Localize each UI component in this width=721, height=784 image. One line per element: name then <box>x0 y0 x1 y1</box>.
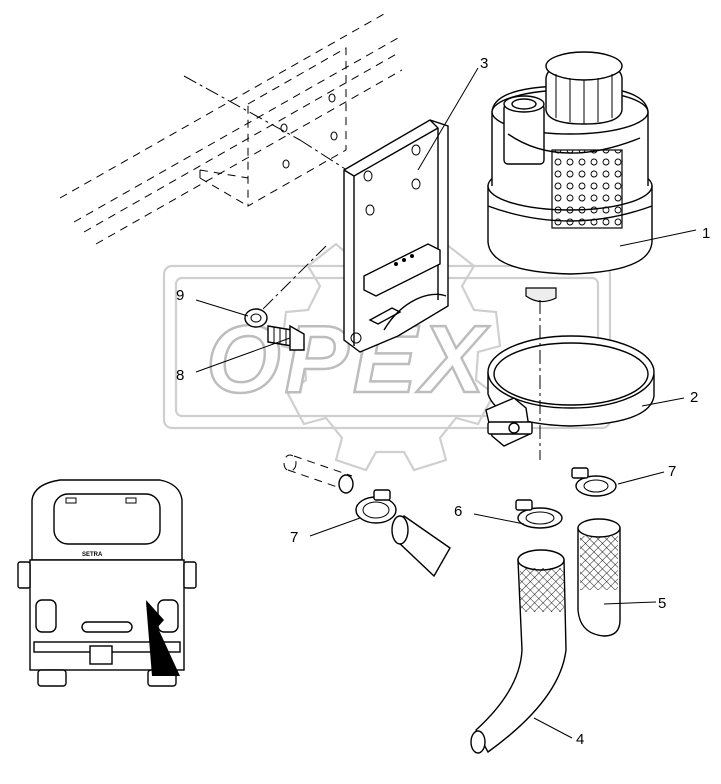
bus-rear-window <box>53 493 161 545</box>
callout-7-right: 7 <box>668 463 676 480</box>
bracket-hole <box>411 178 421 190</box>
bracket-hole <box>411 144 421 156</box>
watermark-gear-icon <box>280 228 502 472</box>
part-hose-5 <box>577 518 621 637</box>
callout-1: 1 <box>702 225 710 242</box>
callout-leaders <box>195 67 697 739</box>
part-hose-clip-6 <box>515 499 563 529</box>
callout-2: 2 <box>690 389 698 406</box>
part-bracket <box>343 119 449 353</box>
callout-labels: 1 2 3 4 5 6 7 7 8 9 <box>176 55 710 748</box>
callout-7-left: 7 <box>290 529 298 546</box>
part-washer <box>244 308 268 328</box>
callout-5: 5 <box>658 595 666 612</box>
part-bolt <box>267 324 305 351</box>
part-hose-4 <box>470 549 567 754</box>
part-hose-section <box>283 454 451 578</box>
bracket-hole <box>363 170 373 182</box>
part-filter <box>487 51 653 303</box>
chassis-frame-rail <box>59 13 407 323</box>
bus-badge: SETRA <box>82 552 103 558</box>
callout-3: 3 <box>480 55 488 72</box>
callout-4: 4 <box>576 731 584 748</box>
bus-rear-locator-icon: SETRA <box>17 479 197 687</box>
filter-inlet-pipe <box>503 103 545 165</box>
frame-bolt-holes <box>280 93 338 169</box>
part-hose-clip-left <box>355 489 397 524</box>
bracket-hole <box>365 204 375 216</box>
callout-9: 9 <box>176 287 184 304</box>
callout-8: 8 <box>176 367 184 384</box>
part-clamp-band <box>485 335 655 447</box>
part-hose-clip-7 <box>571 467 617 497</box>
filter-element-perforated <box>551 149 623 229</box>
callout-6: 6 <box>454 503 462 520</box>
